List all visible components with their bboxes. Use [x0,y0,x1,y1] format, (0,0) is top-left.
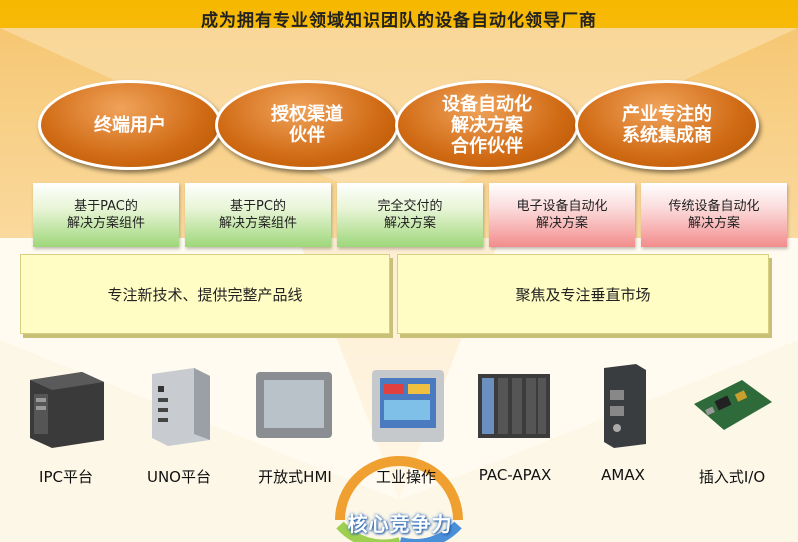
uno-box-pc-icon [152,368,210,446]
solution-turnkey: 完全交付的 解决方案 [337,183,483,247]
page-title: 成为拥有专业领域知识团队的设备自动化领导厂商 [201,11,597,31]
focus-right-slab: 聚焦及专注垂直市场 [397,254,769,334]
focus-left-slab: 专注新技术、提供完整产品线 [20,254,390,334]
product-label-ipc: IPC平台 [39,468,93,486]
core-competence-label: 核心竞争力 [347,512,453,536]
solution-pc: 基于PC的 解决方案组件 [185,183,331,247]
product-label-operation: 工业操作 [375,468,436,486]
solution-electronic: 电子设备自动化 解决方案 [489,183,635,247]
partner-solution: 设备自动化 解决方案 合作伙伴 [395,80,579,170]
amax-module-icon [604,364,646,448]
product-label-hmi: 开放式HMI [258,468,332,486]
solution-traditional: 传统设备自动化 解决方案 [641,183,787,247]
partner-channel: 授权渠道 伙伴 [215,80,399,170]
partner-end-user: 终端用户 [38,80,222,170]
solution-pac: 基于PAC的 解决方案组件 [33,183,179,247]
product-label-amax: AMAX [601,466,645,484]
hmi-panel-icon [256,372,332,438]
product-label-pac-apax: PAC-APAX [478,466,552,484]
io-board-icon [694,380,772,430]
ipc-chassis-icon [30,372,104,448]
pac-module-icon [478,374,550,438]
product-label-io: 插入式I/O [698,468,766,486]
partner-integrator: 产业专注的 系统集成商 [575,80,759,170]
product-label-uno: UNO平台 [146,468,211,486]
touch-panel-icon [372,370,444,442]
